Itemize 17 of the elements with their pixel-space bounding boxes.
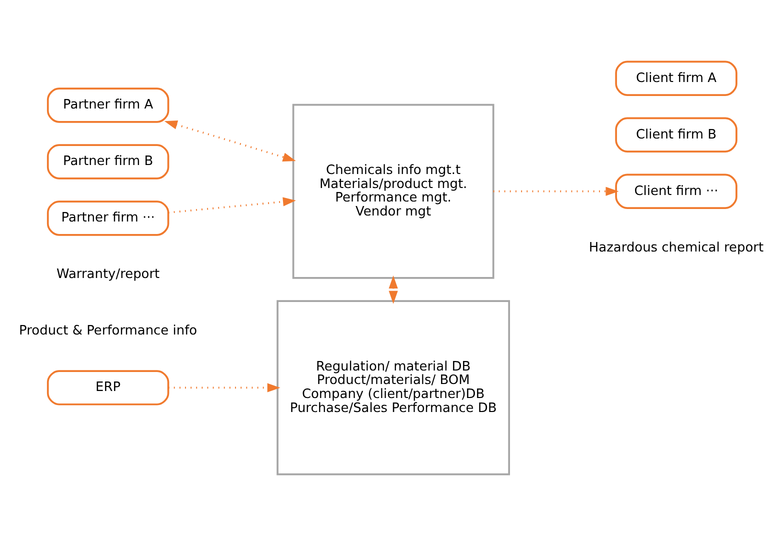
node-box: Client firm B	[615, 117, 738, 152]
label: Product & Performance info	[19, 324, 198, 339]
arrow	[493, 186, 619, 196]
node-box: Client firm A	[615, 60, 738, 96]
node-box: Partner firm A	[46, 88, 170, 123]
node-box: Chemicals info mgt.t Materials/product mgt. Performance mgt. Vendor mgt	[292, 104, 494, 279]
node-box: Partner firm B	[46, 144, 170, 180]
node-box: Client firm ···	[615, 174, 738, 209]
arrow	[164, 120, 296, 162]
label: Warranty/report	[56, 267, 160, 282]
node-box: Regulation/ material DB Product/materials/ BOM Company (client/partner)DB Purchase/Sales Performance DB	[276, 300, 510, 476]
label: Hazardous chemical report	[588, 240, 764, 256]
node-box: Partner firm ···	[46, 200, 170, 236]
arrow	[388, 276, 398, 304]
arrow	[168, 197, 296, 214]
arrow	[168, 383, 280, 392]
node-box: ERP	[46, 370, 170, 406]
